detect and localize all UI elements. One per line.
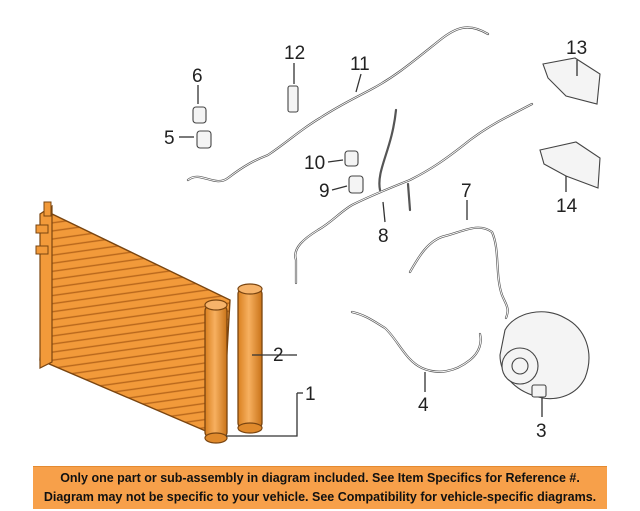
callout-2: 2 bbox=[273, 345, 284, 366]
callout-4: 4 bbox=[418, 395, 429, 416]
callout-10: 10 bbox=[304, 153, 325, 174]
callout-9: 9 bbox=[319, 181, 330, 202]
callout-7: 7 bbox=[461, 181, 472, 202]
callout-8: 8 bbox=[378, 226, 389, 247]
small-parts bbox=[192, 57, 601, 400]
callout-14: 14 bbox=[556, 196, 578, 217]
leader-lines bbox=[226, 354, 303, 437]
condenser bbox=[35, 201, 231, 444]
callout-13: 13 bbox=[566, 38, 587, 59]
compressor bbox=[499, 311, 590, 400]
refrigerant-lines bbox=[186, 26, 534, 373]
callout-1: 1 bbox=[305, 384, 316, 405]
callout-labels: 1 2 3 4 5 6 7 8 9 10 11 12 13 14 bbox=[164, 38, 587, 442]
disclaimer-line-2: Diagram may not be specific to your vehi… bbox=[43, 490, 597, 504]
disclaimer-line-1: Only one part or sub-assembly in diagram… bbox=[60, 471, 580, 485]
callout-3: 3 bbox=[536, 421, 547, 442]
receiver-drier bbox=[237, 283, 263, 434]
callout-5: 5 bbox=[164, 128, 175, 149]
callout-leaders bbox=[179, 60, 578, 417]
callout-12: 12 bbox=[284, 43, 305, 64]
callout-6: 6 bbox=[192, 66, 203, 87]
disclaimer-banner: Only one part or sub-assembly in diagram… bbox=[33, 466, 607, 509]
callout-11: 11 bbox=[350, 54, 370, 75]
